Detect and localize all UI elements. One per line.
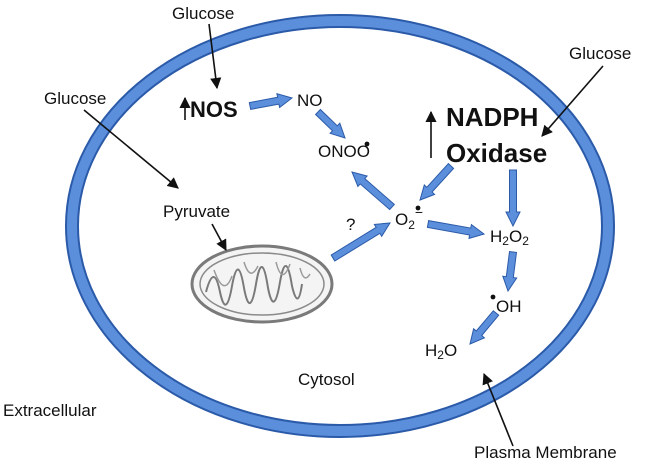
superoxide-sub: 2	[408, 218, 415, 232]
blue-arrow-nadph-oxidase-to-h2o2	[505, 169, 521, 228]
label-question: ?	[346, 215, 355, 234]
arrow-label-to-plasma-membrane	[482, 372, 514, 447]
h2o-h: H	[425, 341, 437, 360]
label-cytosol: Cytosol	[298, 370, 355, 389]
label-glucose-right: Glucose	[569, 44, 631, 63]
h2o2-sub2: 2	[522, 234, 529, 248]
h2o2-sub1: 2	[502, 234, 509, 248]
blue-arrow-group	[248, 92, 521, 345]
label-no: NO	[297, 91, 323, 110]
label-glucose-top: Glucose	[172, 4, 234, 23]
plasma-membrane-ring-inner	[67, 16, 613, 436]
arrow-glucose-left-to-pyruvate	[83, 109, 179, 189]
label-nos: NOS	[190, 97, 238, 122]
blue-arrow-superoxide-to-onoo	[351, 171, 396, 211]
radical-dot-onoo-icon	[364, 141, 370, 147]
h2o-o: O	[444, 341, 457, 360]
label-oh: OH	[496, 297, 522, 316]
radical-dot-superoxide-icon	[415, 205, 421, 211]
blue-arrow-no-to-onoo	[314, 108, 346, 139]
arrow-glucose-top-to-nos	[208, 23, 222, 90]
h2o2-h: H	[490, 227, 502, 246]
label-extracellular: Extracellular	[3, 401, 97, 420]
blue-arrow-h2o2-to-oh	[502, 251, 518, 293]
superoxide-o: O	[395, 210, 408, 229]
label-pyruvate: Pyruvate	[163, 202, 230, 221]
blue-arrow-mitochondrion-to-superoxide	[330, 222, 391, 262]
label-nadph: NADPH	[446, 102, 538, 132]
radical-dot-oh-icon	[490, 294, 496, 300]
h2o-sub: 2	[437, 348, 444, 362]
blue-arrow-nos-to-no	[248, 92, 294, 110]
label-superoxide: O2−	[395, 204, 423, 232]
label-h2o2: H2O2	[490, 227, 529, 248]
arrow-pyruvate-to-mitochondrion	[211, 223, 227, 251]
onoo-text: ONOO	[318, 142, 370, 161]
superoxide-sup: −	[415, 204, 423, 220]
label-onoo: ONOO	[318, 142, 370, 161]
blue-arrow-oh-to-h2o	[469, 310, 500, 345]
blue-arrow-superoxide-to-h2o2	[426, 220, 486, 240]
mitochondrion	[190, 244, 334, 324]
label-oxidase: Oxidase	[446, 138, 547, 168]
label-h2o: H2O	[425, 341, 457, 362]
label-glucose-left: Glucose	[44, 89, 106, 108]
blue-arrow-nadph-oxidase-to-superoxide	[419, 162, 455, 201]
h2o2-o: O	[509, 227, 522, 246]
label-plasma-membrane: Plasma Membrane	[474, 443, 617, 462]
arrow-glucose-right-to-nadph-oxidase	[541, 65, 604, 137]
